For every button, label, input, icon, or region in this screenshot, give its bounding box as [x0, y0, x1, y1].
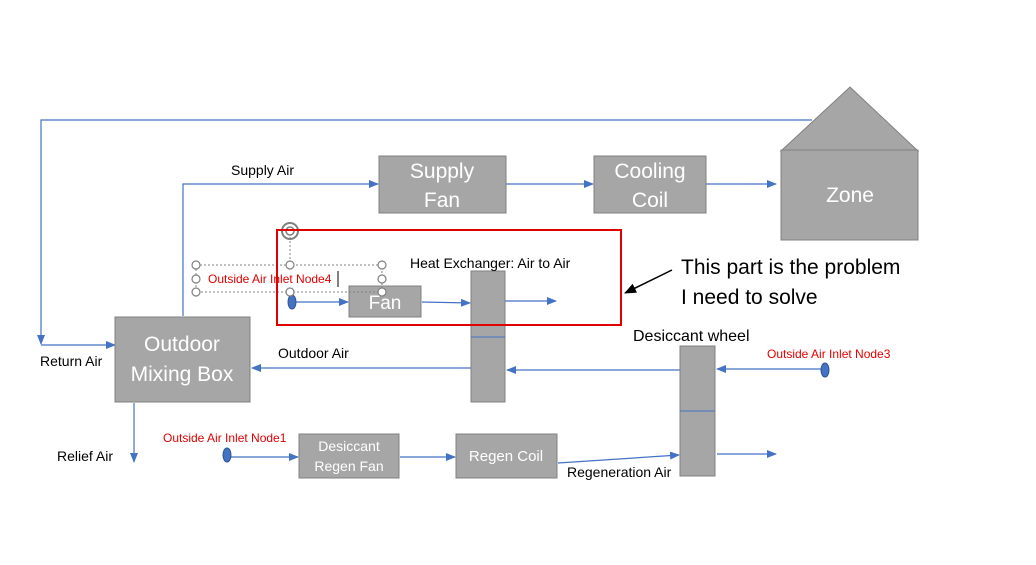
desiccant-regen-fan-label-line1: Desiccant	[318, 438, 380, 454]
resize-handle-icon[interactable]	[377, 274, 387, 284]
return-air-label: Return Air	[40, 353, 103, 369]
resize-handle-icon[interactable]	[191, 287, 201, 297]
zone-box[interactable]	[780, 149, 919, 241]
outside-air-inlet-node3[interactable]	[820, 362, 830, 378]
regen-coil-label: Regen Coil	[469, 448, 543, 465]
cooling-coil-label-line1: Cooling	[614, 160, 685, 183]
outside-air-inlet-node4[interactable]	[287, 294, 297, 310]
callout-line1: This part is the problem	[681, 256, 900, 279]
cooling-coil-label-line2: Coil	[632, 189, 668, 212]
resize-handle-icon[interactable]	[377, 260, 387, 270]
node3-label: Outside Air Inlet Node3	[767, 347, 891, 361]
outside-air-inlet-node1[interactable]	[222, 447, 232, 463]
resize-handle-icon[interactable]	[191, 260, 201, 270]
outdoor-mixing-box-label-line2: Mixing Box	[131, 363, 234, 386]
fan-to-heat-exchanger-arrow	[421, 298, 471, 307]
resize-handle-icon[interactable]	[285, 260, 295, 270]
supply-fan-label-line2: Fan	[424, 189, 460, 212]
regen-coil-box[interactable]	[455, 433, 558, 479]
regeneration-air-label: Regeneration Air	[567, 464, 672, 480]
supply-fan-label-line1: Supply	[410, 160, 475, 183]
desiccant-regen-fan-box[interactable]	[298, 433, 400, 479]
callout-line2: I need to solve	[681, 286, 818, 309]
supply-air-label: Supply Air	[231, 162, 294, 178]
resize-handle-icon[interactable]	[377, 287, 387, 297]
relief-air-label: Relief Air	[57, 448, 113, 464]
problem-highlight-frame	[276, 229, 622, 326]
return-air-duct	[37, 119, 812, 345]
node4-label[interactable]: Outside Air Inlet Node4	[208, 272, 332, 286]
supply-air-duct	[182, 180, 379, 316]
heat-exchanger-label: Heat Exchanger: Air to Air	[410, 255, 571, 271]
outdoor-mixing-box-label-line1: Outdoor	[144, 333, 220, 356]
desiccant-regen-fan-label-line2: Regen Fan	[314, 458, 383, 474]
fan-label: Fan	[369, 293, 402, 314]
outdoor-mixing-box[interactable]	[114, 316, 251, 403]
callout-arrow	[624, 269, 673, 294]
desiccant-wheel-label: Desiccant wheel	[633, 328, 750, 345]
resize-handle-icon[interactable]	[285, 287, 295, 297]
resize-handle-icon[interactable]	[191, 274, 201, 284]
node1-label: Outside Air Inlet Node1	[163, 431, 287, 445]
cooling-coil-box[interactable]	[593, 155, 707, 214]
zone-label: Zone	[826, 184, 874, 207]
zone-roof	[779, 86, 920, 152]
outdoor-air-label: Outdoor Air	[278, 345, 349, 361]
supply-fan-box[interactable]	[378, 155, 507, 214]
regen-coil-to-desiccant-wheel-arrow	[557, 451, 680, 464]
